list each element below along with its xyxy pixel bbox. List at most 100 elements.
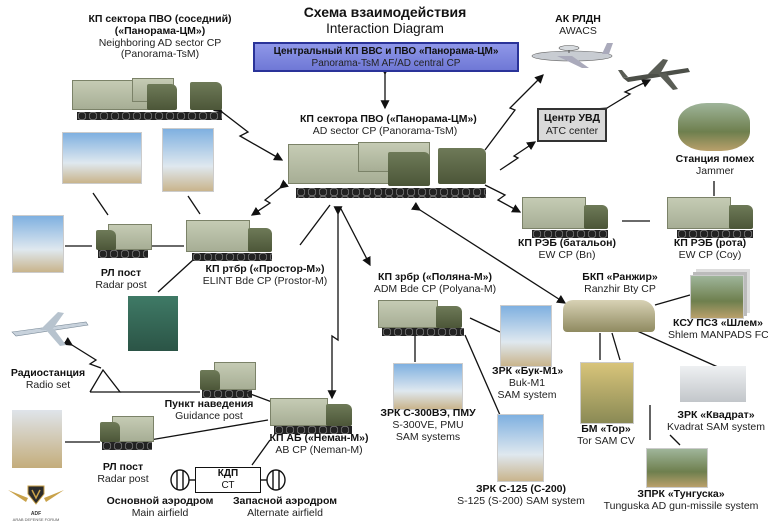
label-en: Radar post xyxy=(97,472,149,485)
link-sector-ew xyxy=(484,184,522,213)
label-en: ELINT Bde CP (Prostor-M) xyxy=(202,274,328,287)
label-en: S-125 (S-200) SAM system xyxy=(457,494,585,507)
label-ru: БМ «Тор» xyxy=(581,423,631,435)
central-cp-ru: Центральный КП ВВС и ПВО «Панорама-ЦМ» xyxy=(273,46,499,57)
tor-label: БМ «Тор» Tor SAM CV xyxy=(570,423,642,448)
watermark-text-2: ARAB DEFENSE FORUM xyxy=(12,517,60,522)
atc-center-box: Центр УВД ATC center xyxy=(537,108,607,142)
transport-aircraft-icon xyxy=(618,59,690,90)
label-ru: АК РЛДН xyxy=(555,13,601,25)
label-ru: РЛ пост xyxy=(100,267,142,279)
kdp-line1: КДП xyxy=(217,468,239,479)
label-en: Radio set xyxy=(25,378,71,391)
ranzhir-vehicle xyxy=(563,300,655,332)
radar-dish-photo-top xyxy=(12,215,64,273)
tor-photo xyxy=(580,362,634,424)
label-ru: КП РЭБ (рота) xyxy=(673,237,747,249)
label-en: AWACS xyxy=(559,24,597,37)
jammer-label: Станция помех Jammer xyxy=(668,153,762,178)
radar-mast-photo xyxy=(162,128,214,192)
s300-label: ЗРК С-300ВЭ, ПМУ S-300VE, PMU SAM system… xyxy=(378,407,478,443)
label-en: Jammer xyxy=(696,164,734,177)
label-en: Neighboring AD sector CP xyxy=(98,36,222,49)
label-en: SAM system xyxy=(497,388,557,401)
alternate-airfield-icon xyxy=(266,469,286,491)
label-ru: Пункт наведения xyxy=(164,398,254,410)
label-ru: ЗРК «Квадрат» xyxy=(677,409,755,421)
label-en: EW CP (Coy) xyxy=(678,248,742,261)
label-ru: КП сектора ПВО («Панорама-ЦМ») xyxy=(300,113,477,125)
link-sector-adm xyxy=(299,204,331,246)
link-sector-awacs xyxy=(484,74,544,151)
label-ru: БКП «Ранжир» xyxy=(582,271,658,283)
label-ru: Станция помех xyxy=(675,153,755,165)
central-cp-box: Центральный КП ВВС и ПВО «Панорама-ЦМ» P… xyxy=(253,42,519,72)
main-airfield-icon xyxy=(170,469,190,491)
kdp-box: КДП СТ xyxy=(195,467,261,493)
label-en: Buk-M1 xyxy=(508,376,546,389)
watermark-logo: ADF ARAB DEFENSE FORUM xyxy=(6,484,66,522)
link-neighbor-sector xyxy=(213,103,284,161)
ab-cp-label: КП АБ («Неман-М») AB CP (Neman-M) xyxy=(264,432,374,457)
alternate-airfield-label: Запасной аэродром Alternate airfield xyxy=(225,495,345,520)
title-en: Interaction Diagram xyxy=(326,20,444,36)
label-en: SAM systems xyxy=(395,430,461,443)
link-sector-elint xyxy=(250,179,289,216)
label-en: Main airfield xyxy=(131,506,189,519)
link-sector-ab xyxy=(327,206,343,400)
awacs-label: АК РЛДН AWACS xyxy=(548,13,608,38)
label-en: Radar post xyxy=(95,278,147,291)
guidance-post-label: Пункт наведения Guidance post xyxy=(154,398,264,423)
s300-photo xyxy=(393,363,463,410)
label-en: ADM Bde CP (Polyana-M) xyxy=(373,282,497,295)
label-ru: КП АБ («Неман-М») xyxy=(269,432,369,444)
label-ru: Радиостанция xyxy=(10,367,86,379)
buk-photo xyxy=(500,305,552,367)
s125-label: ЗРК С-125 (С-200) S-125 (S-200) SAM syst… xyxy=(446,483,596,508)
s125-photo xyxy=(497,414,544,482)
radar-dish-photo-bottom xyxy=(12,410,62,468)
tunguska-label: ЗПРК «Тунгуска» Tunguska AD gun-missile … xyxy=(598,488,764,513)
label-ru: Запасной аэродром xyxy=(232,495,337,507)
radio-set-label: Радиостанция Radio set xyxy=(8,367,88,392)
radar-post-top-label: РЛ пост Radar post xyxy=(86,267,156,292)
radar-post-bottom-label: РЛ пост Radar post xyxy=(88,461,158,486)
label-ru: КП сектора ПВО (соседний) xyxy=(88,13,232,25)
buk-label: ЗРК «Бук-М1» Buk-M1 SAM system xyxy=(492,365,564,401)
ranzhir-label: БКП «Ранжир» Ranzhir Bty CP xyxy=(570,271,670,296)
label-ru: Центр УВД xyxy=(544,112,600,124)
kdp-line2: СТ xyxy=(221,479,235,491)
ew-cp-coy-label: КП РЭБ (рота) EW CP (Coy) xyxy=(660,237,760,262)
shield-wings-icon xyxy=(8,485,64,505)
label-en: Alternate airfield xyxy=(247,506,323,519)
label-en: AB CP (Neman-M) xyxy=(275,443,363,456)
jammer-photo xyxy=(678,103,750,151)
label-ru: КП зрбр («Поляна-М») xyxy=(378,271,492,283)
label-en: AD sector CP (Panorama-TsM) xyxy=(312,124,458,137)
label-en: EW CP (Bn) xyxy=(538,248,596,261)
label-ru: ЗПРК «Тунгуска» xyxy=(637,488,725,500)
kvadrat-label: ЗРК «Квадрат» Kvadrat SAM system xyxy=(664,409,768,434)
label-ru: РЛ пост xyxy=(102,461,144,473)
label-en: Tor SAM CV xyxy=(577,434,635,447)
diagram-title: Схема взаимодействия Interaction Diagram xyxy=(300,4,470,36)
label-en: Tunguska AD gun-missile system xyxy=(603,499,759,512)
link-radio xyxy=(62,337,102,369)
label-ru: КП РЭБ (батальон) xyxy=(518,237,616,249)
label-en: S-300VE, PMU xyxy=(392,418,464,431)
label-ru: ЗРК С-125 (С-200) xyxy=(475,483,566,495)
fighter-aircraft-icon xyxy=(11,312,89,346)
airfield-symbols xyxy=(170,469,286,491)
shlem-label: КСУ ПСЗ «Шлем» Shlem MANPADS FCS xyxy=(668,317,768,342)
label-en: Ranzhir Bty CP xyxy=(584,282,656,295)
shlem-photo xyxy=(690,275,744,319)
label-ru: ЗРК «Бук-М1» xyxy=(492,365,564,377)
tunguska-photo xyxy=(646,448,708,488)
label-ru: Основной аэродром xyxy=(106,495,214,507)
watermark-text-1: ADF xyxy=(30,511,42,517)
title-ru: Схема взаимодействия xyxy=(303,4,467,20)
ew-cp-bn-label: КП РЭБ (батальон) EW CP (Bn) xyxy=(512,237,622,262)
label-ru: КСУ ПСЗ «Шлем» xyxy=(673,317,763,329)
kvadrat-photo xyxy=(680,366,746,402)
central-cp-en: Panorama-TsM AF/AD central CP xyxy=(311,57,461,69)
